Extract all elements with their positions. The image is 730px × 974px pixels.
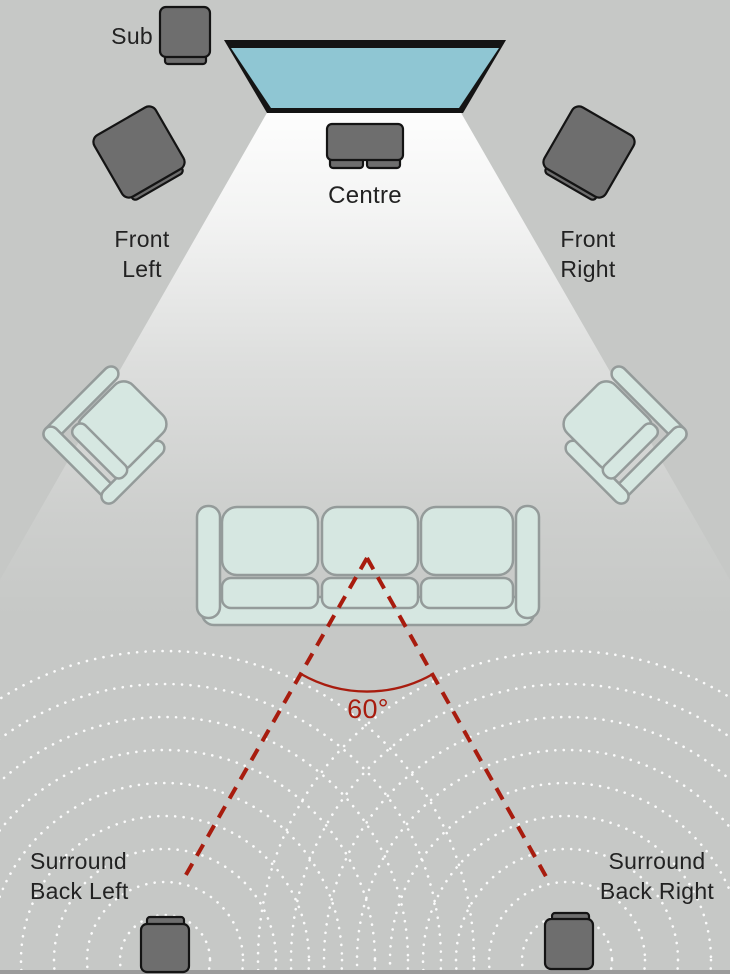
armchair-seat-front — [601, 422, 660, 480]
surround-back-right-body — [543, 917, 595, 971]
armchair-right — [562, 365, 688, 505]
surround-back-left-speaker — [139, 915, 191, 974]
sound-wave-ring — [19, 814, 311, 974]
sofa-cushion — [419, 505, 515, 577]
sound-wave-ring — [256, 649, 730, 974]
front-left-speaker — [92, 105, 186, 201]
sofa — [195, 504, 541, 627]
sofa-left-arm — [195, 504, 222, 620]
armchair-seat-front — [70, 422, 129, 480]
label-surround-back-left-line1: Surround — [30, 848, 127, 874]
sofa-seat-front — [419, 576, 515, 610]
label-front-left-line1: Front — [114, 226, 169, 252]
sound-wave-ring — [289, 682, 730, 974]
sofa-seat-front — [220, 576, 320, 610]
bottom-edge-strip — [0, 970, 730, 974]
front-right-speaker — [542, 105, 636, 201]
sound-wave-ring — [0, 715, 410, 974]
sound-wave-ring — [85, 880, 245, 974]
tv — [224, 40, 506, 113]
centre-speaker — [325, 122, 405, 170]
label-surround-back-right-line2: Back Right — [600, 878, 715, 904]
front-right-speaker-body — [542, 105, 636, 199]
sound-wave-ring — [0, 682, 443, 974]
subwoofer-body — [158, 5, 212, 59]
label-surround-back-left-line2: Back Left — [30, 878, 129, 904]
label-front-left-line2: Left — [122, 256, 162, 282]
sofa-right-arm — [514, 504, 541, 620]
tv-screen — [231, 48, 499, 108]
sound-wave-ring — [0, 649, 476, 974]
sofa-cushion — [320, 505, 420, 577]
label-surround-back-right-line1: Surround — [608, 848, 705, 874]
sound-wave-ring — [454, 847, 680, 974]
label-front-right-line1: Front — [560, 226, 615, 252]
sofa-seat-front — [320, 576, 420, 610]
front-left-speaker-body — [92, 105, 186, 199]
angle-right-dashed-line — [365, 557, 550, 881]
centre-speaker-body — [325, 122, 405, 162]
sound-wave-ring — [0, 781, 344, 974]
tv-viewing-cone — [0, 111, 730, 620]
label-centre: Centre — [328, 182, 402, 209]
surround-back-left-body — [139, 922, 191, 974]
sound-wave-ring — [52, 847, 278, 974]
angle-left-dashed-line — [181, 557, 369, 881]
sound-wave-ring — [0, 748, 377, 974]
surround-sound-waves — [0, 649, 730, 974]
sound-wave-ring — [421, 814, 713, 974]
subwoofer-speaker — [158, 5, 212, 66]
sofa-cushion — [220, 505, 320, 577]
listening-angle — [181, 557, 550, 881]
sound-wave-ring — [487, 880, 647, 974]
surround-back-right-speaker — [543, 911, 595, 971]
sound-wave-ring — [118, 913, 212, 974]
label-angle-60: 60° — [347, 694, 389, 724]
armchair-left — [42, 365, 168, 505]
sound-wave-ring — [388, 781, 730, 974]
label-sub: Sub — [111, 23, 153, 49]
angle-arc — [300, 672, 434, 693]
label-front-right-line2: Right — [560, 256, 616, 282]
